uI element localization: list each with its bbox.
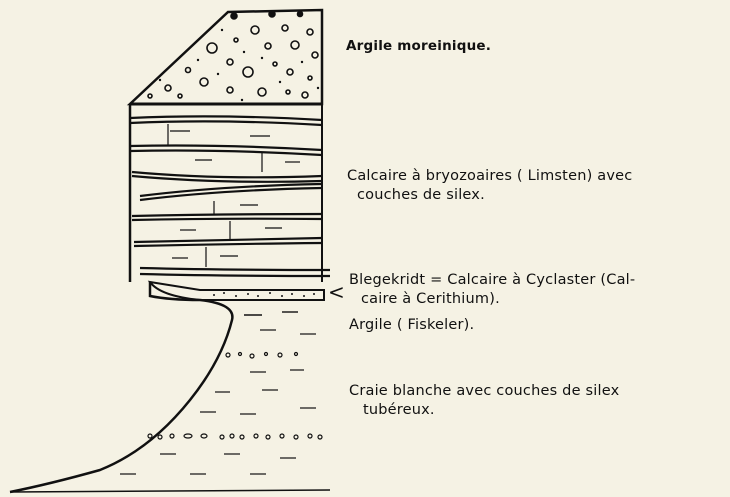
bracket-mark: < [328, 282, 345, 302]
label-bryozoan-limestone: Calcaire à bryozoaires ( Limsten) avec c… [347, 167, 632, 205]
label-argile-text: Argile ( Fiskeler). [349, 316, 474, 335]
label-limestone-line1: Calcaire à bryozoaires ( Limsten) avec [347, 167, 632, 186]
label-blegekridt-line1: Blegekridt = Calcaire à Cyclaster (Cal- [349, 271, 635, 290]
label-fish-clay: Argile ( Fiskeler). [349, 316, 474, 335]
label-blegekridt: Blegekridt = Calcaire à Cyclaster (Cal- … [349, 271, 635, 309]
label-moraine-text: Argile moreinique. [346, 37, 491, 56]
label-moraine-clay: Argile moreinique. [346, 37, 491, 56]
label-limestone-line2: couches de silex. [347, 186, 632, 205]
label-blegekridt-line2: caire à Cerithium). [349, 290, 635, 309]
moraine-clay-layer [130, 10, 322, 104]
blegekridt-layer [150, 282, 324, 300]
label-white-chalk: Craie blanche avec couches de silex tubé… [349, 382, 619, 420]
white-chalk-layer [10, 282, 330, 492]
label-craie-line2: tubéreux. [349, 401, 619, 420]
fish-clay-layer [244, 312, 298, 315]
bryozoan-limestone-layer [130, 104, 330, 282]
label-craie-line1: Craie blanche avec couches de silex [349, 382, 619, 401]
